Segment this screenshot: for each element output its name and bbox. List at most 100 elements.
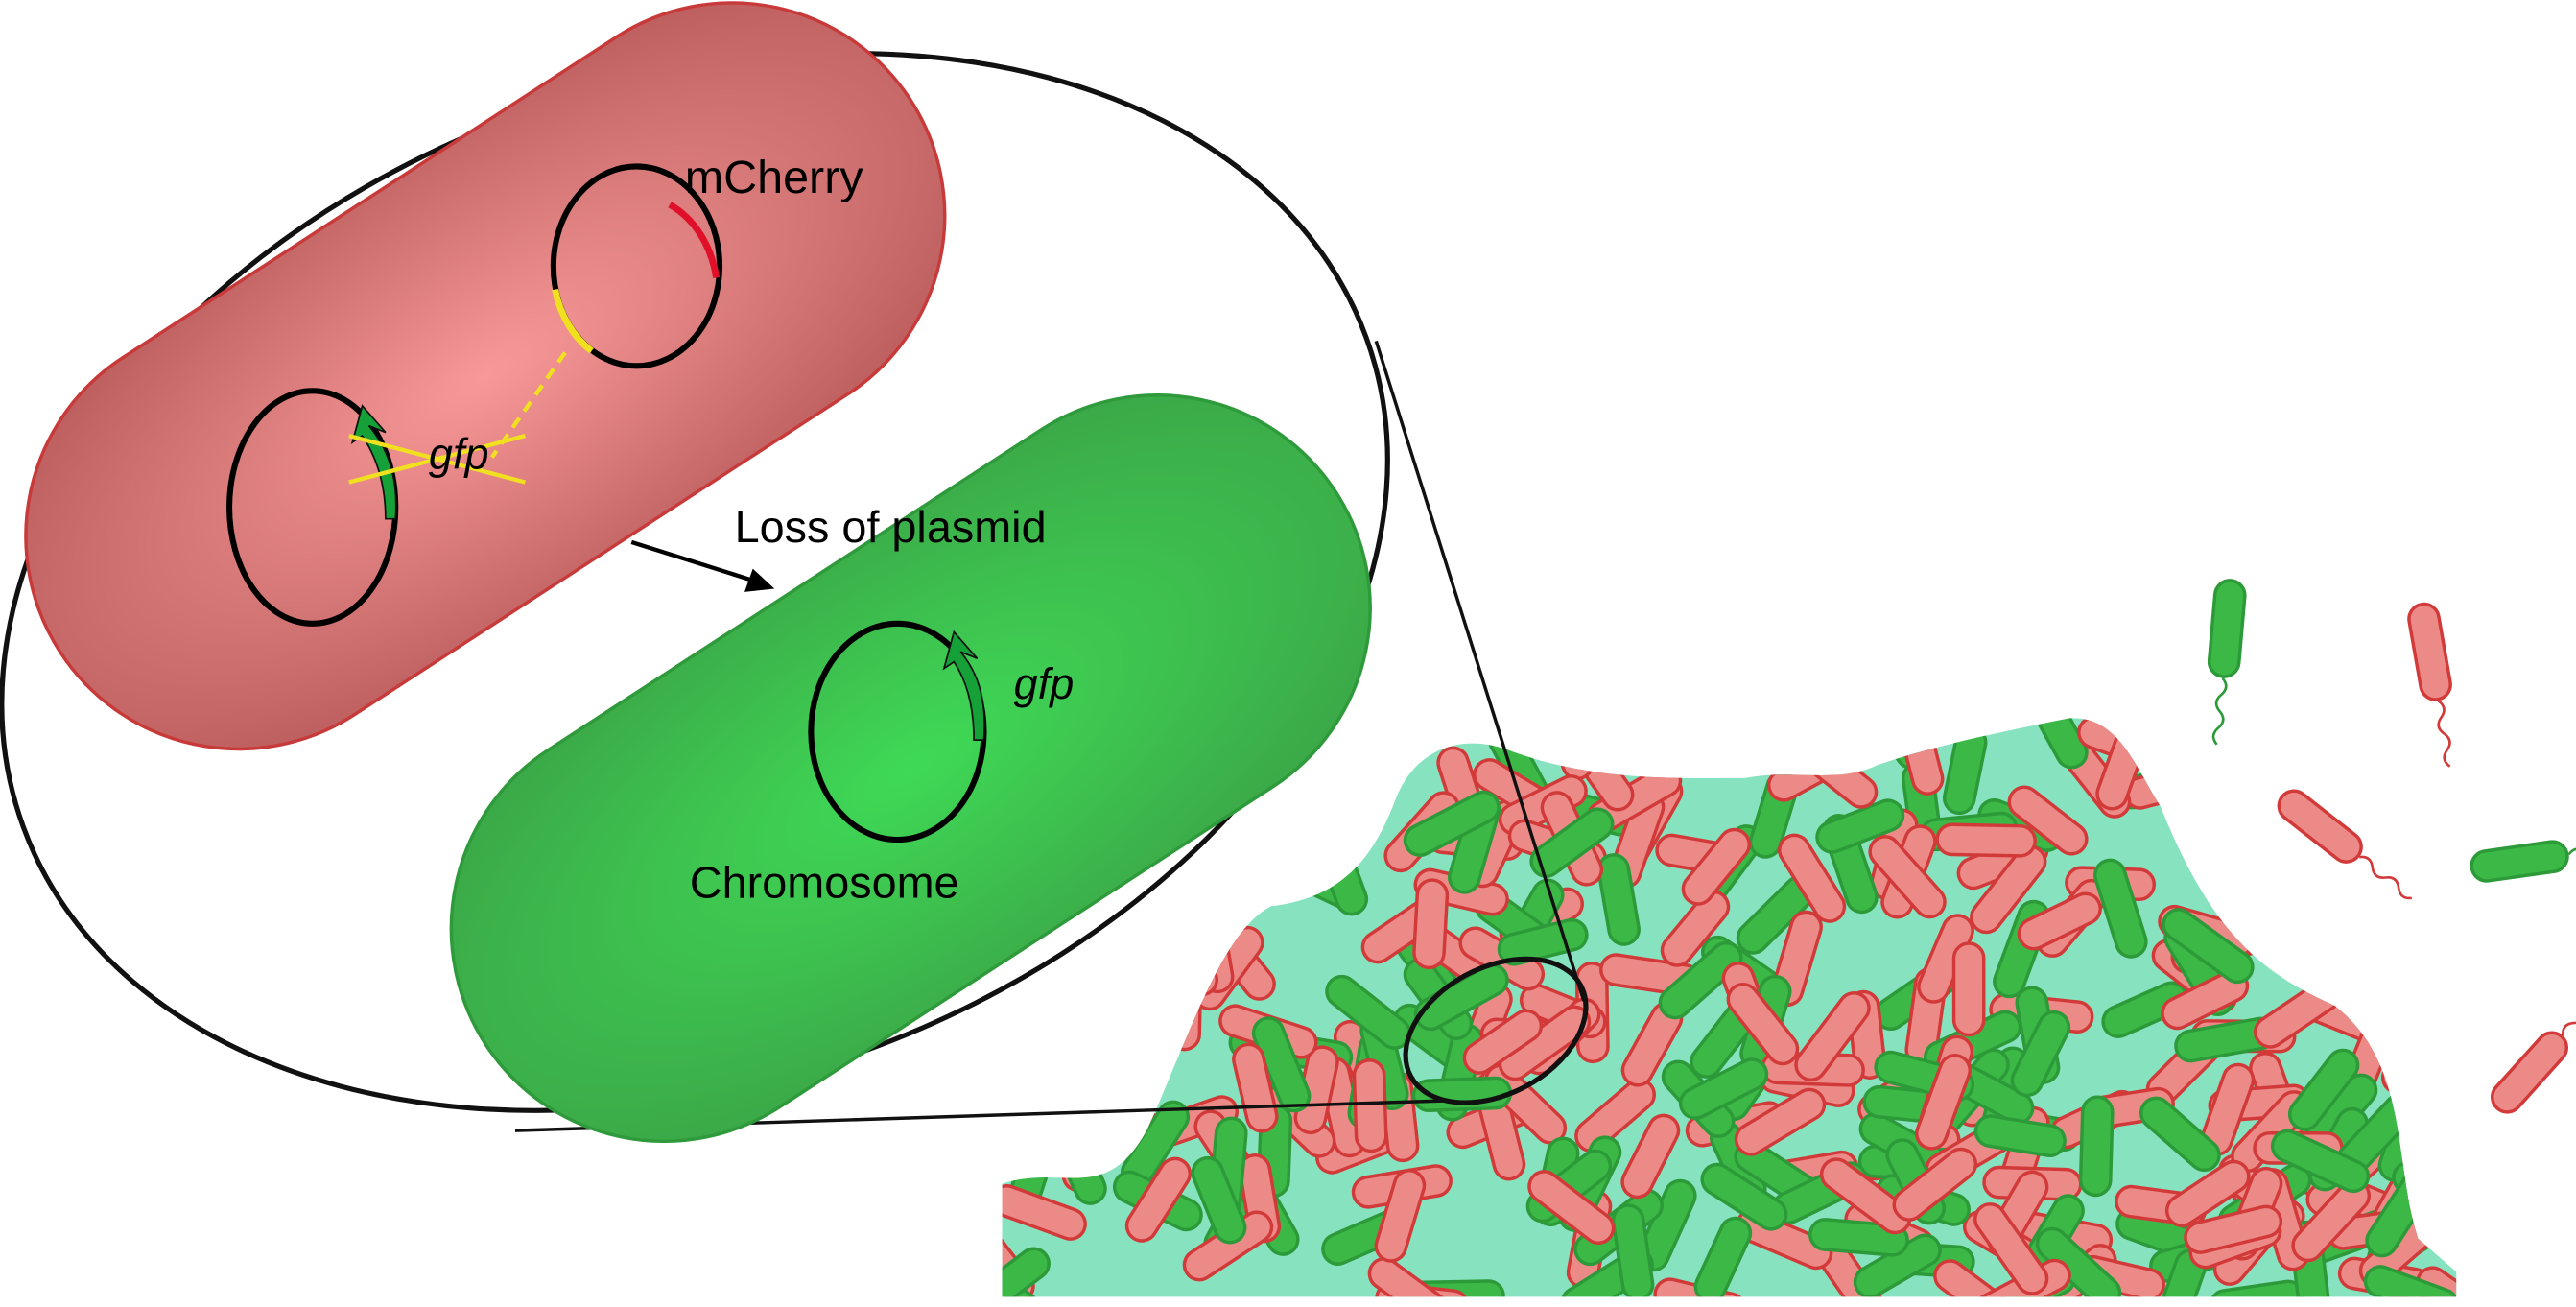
bacterium xyxy=(2093,858,2148,959)
plasmid-free-cell: gfp Chromosome xyxy=(449,393,1372,1143)
bacterium xyxy=(1002,1087,1093,1133)
gfp-promoter-arrow xyxy=(942,630,985,741)
transition-arrow xyxy=(630,539,759,584)
cross-line xyxy=(348,433,526,485)
bacterium xyxy=(1678,1057,1769,1120)
gfp-label: gfp xyxy=(1014,659,1075,708)
bacterium xyxy=(1002,1044,1041,1121)
bacterium xyxy=(1794,991,1871,1082)
bacterium xyxy=(1868,835,1947,919)
bacterium xyxy=(1778,833,1847,923)
bacterium xyxy=(1048,1076,1101,1175)
swimming-bacterium xyxy=(2407,602,2452,768)
bacterium xyxy=(1374,1169,1427,1263)
bacterium xyxy=(1574,1078,1656,1153)
bacterium xyxy=(2352,809,2446,881)
bacterium xyxy=(2174,718,2220,804)
bacterium xyxy=(1596,853,1641,946)
bacterium xyxy=(2017,891,2102,951)
bacterium-body xyxy=(2470,840,2569,883)
bacterium xyxy=(1658,940,1743,1020)
bacterium xyxy=(1892,1147,1978,1222)
swimming-bacterium xyxy=(2277,789,2412,900)
bacterium xyxy=(2239,727,2282,833)
bacterium-body xyxy=(2490,1031,2569,1114)
bacterium xyxy=(1403,790,1501,857)
bacterium xyxy=(2194,718,2283,777)
bacterium-body xyxy=(2277,789,2363,864)
bacterium xyxy=(1002,1054,1057,1098)
bacterium xyxy=(2023,718,2089,770)
bacterium xyxy=(2301,718,2387,752)
bacterium xyxy=(2396,957,2457,1045)
bacterium xyxy=(1815,798,1905,854)
bacterium xyxy=(2381,1010,2447,1095)
bacterium xyxy=(1002,1184,1087,1241)
bacterium xyxy=(2366,747,2448,817)
bacterium xyxy=(1970,844,2047,935)
bacterium xyxy=(2270,1129,2371,1194)
bacterium xyxy=(2332,719,2412,796)
bacterium xyxy=(1527,1170,1616,1245)
swimming-bacterium xyxy=(2490,986,2576,1114)
bacterium xyxy=(1002,1247,1051,1297)
bacterium xyxy=(1700,1162,1788,1231)
bacterium xyxy=(1660,890,1731,967)
flagellum xyxy=(2437,700,2451,768)
bacterium xyxy=(1212,821,1281,915)
swimming-bacterium xyxy=(2470,840,2576,883)
bacterium xyxy=(1734,1087,1827,1156)
bacterium xyxy=(1819,1157,1912,1235)
bacterium xyxy=(2143,718,2217,763)
bacterium-body xyxy=(2407,602,2452,701)
bacterium xyxy=(2416,1266,2457,1297)
swimming-bacterium xyxy=(2207,579,2247,746)
bacterium xyxy=(2240,838,2309,924)
bacterium xyxy=(1412,878,1450,970)
plasmid-bearing-cell: gfp mCherry xyxy=(24,1,947,751)
bacterium xyxy=(2123,758,2225,810)
bacterium xyxy=(2352,898,2446,972)
bacterium xyxy=(2191,729,2261,816)
bacterium xyxy=(2423,925,2457,1032)
bacterium xyxy=(2399,766,2436,859)
flagellum xyxy=(2567,843,2576,857)
bacterium xyxy=(1002,1023,1077,1096)
bacterium xyxy=(1124,1156,1192,1243)
bacterium xyxy=(1933,1259,2016,1297)
bacterium xyxy=(1232,1042,1279,1133)
bacterium xyxy=(1973,1202,2049,1295)
bacterium xyxy=(1462,1009,1544,1075)
flagellum xyxy=(2359,855,2412,900)
bacterium xyxy=(2164,1159,2251,1227)
magnified-view: gfp mCherry gfp Chromosome Loss of plasm… xyxy=(0,1,1390,1143)
flagellum xyxy=(2211,677,2228,746)
bacterium xyxy=(2184,1204,2283,1254)
homology-region-marker xyxy=(552,288,594,354)
bacterium xyxy=(1726,982,1800,1066)
bacterium xyxy=(1935,822,2037,858)
bacterium xyxy=(1915,1054,1972,1151)
bacterium xyxy=(1114,945,1218,997)
bacterium xyxy=(2287,1048,2360,1131)
bacterium xyxy=(1087,947,1190,995)
bacterium xyxy=(1002,1019,1099,1069)
bacterium xyxy=(1973,1114,2067,1158)
bacterium xyxy=(1951,941,1986,1037)
loss-of-plasmid-label: Loss of plasmid xyxy=(735,502,1047,552)
bacterium xyxy=(2162,908,2255,985)
bacterium xyxy=(2007,785,2089,856)
bacterium xyxy=(1212,820,1308,881)
bacterium xyxy=(1168,952,1203,1052)
bacterium xyxy=(1611,1203,1655,1297)
bacterium xyxy=(2010,1010,2071,1098)
bacterium xyxy=(1002,1029,1084,1111)
gfp-promoter-arrow xyxy=(350,404,397,520)
bacterium-body xyxy=(2207,579,2247,678)
bacterium xyxy=(2363,1265,2457,1297)
zoom-focus-ellipse xyxy=(1403,956,1589,1105)
chromosome-label: Chromosome xyxy=(690,858,959,908)
flagellum xyxy=(2561,986,2576,1035)
planktonic-bacteria xyxy=(2207,579,2576,1114)
